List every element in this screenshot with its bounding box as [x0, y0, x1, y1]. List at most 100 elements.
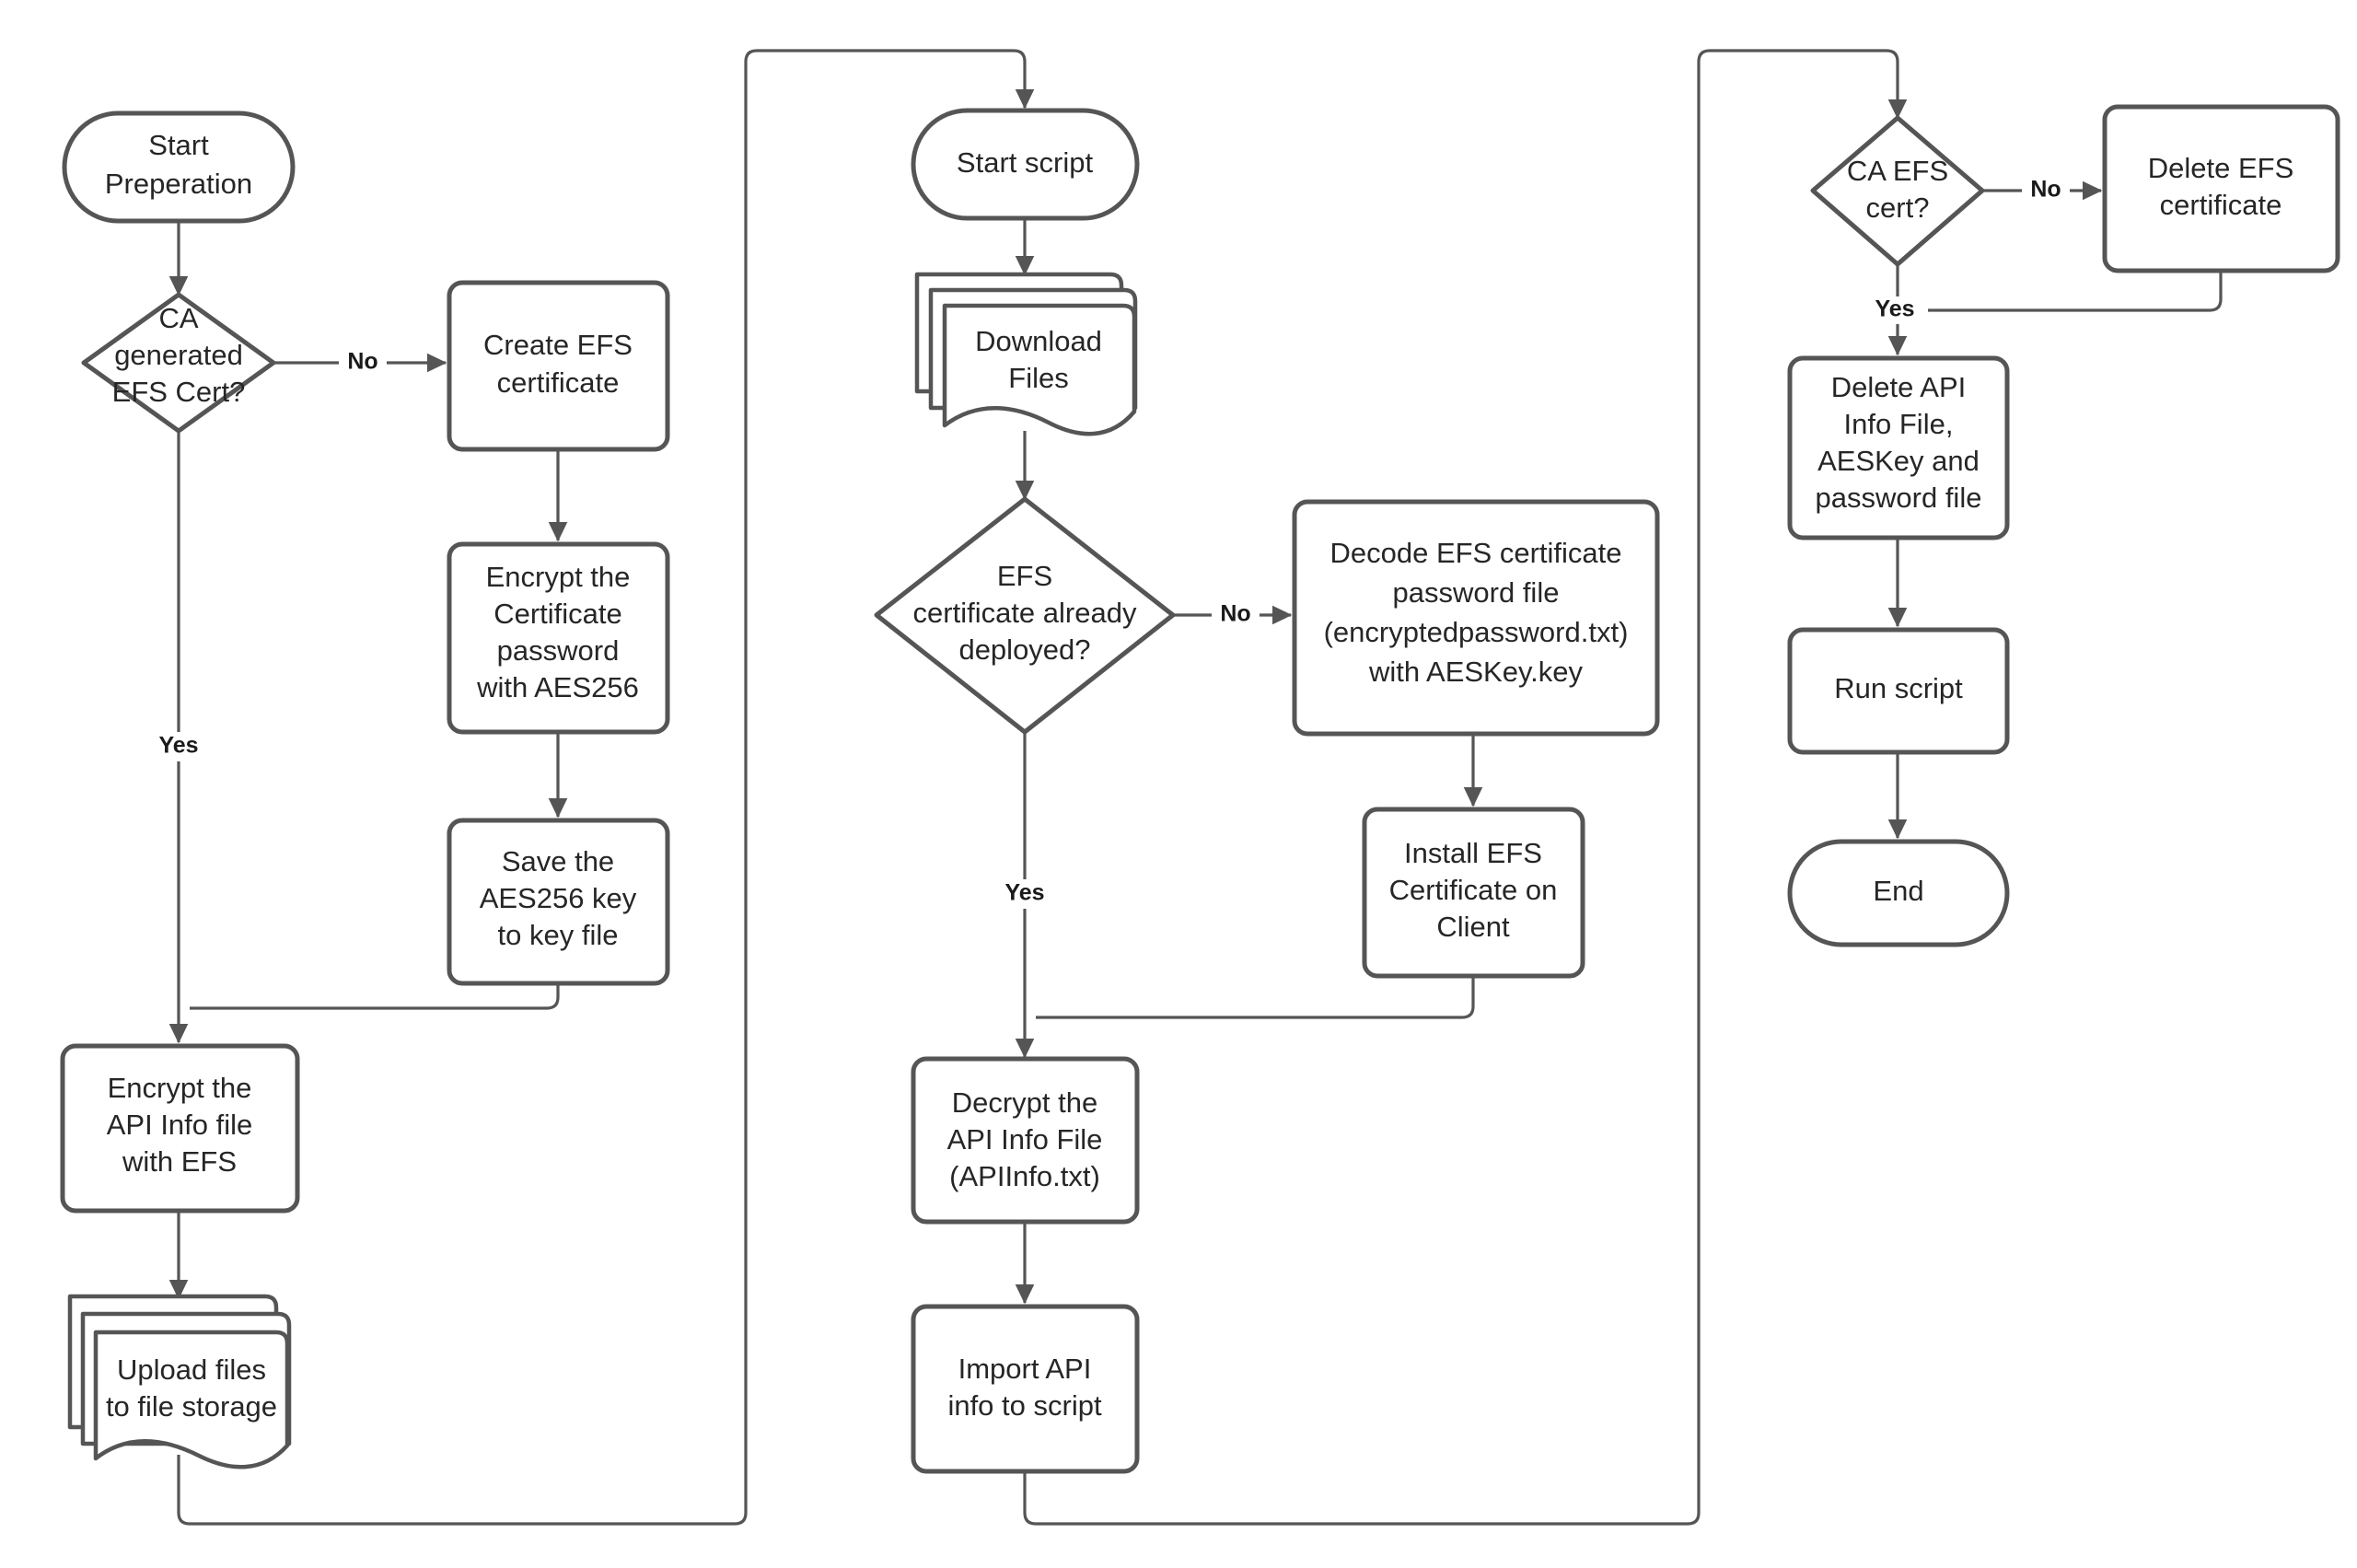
- encrypt-certificate-password-label-line4: with AES256: [476, 671, 639, 703]
- label-bg-yes-3: [1862, 296, 1928, 324]
- efs-certificate-already-deployed-shape: [874, 496, 1176, 735]
- encrypt-api-info-file-shape: [60, 1043, 300, 1214]
- upload-files-label-line2: to file storage: [106, 1390, 277, 1423]
- start-preparation-shape: [62, 110, 296, 224]
- upload-files-label-line1: Upload files: [117, 1353, 266, 1386]
- encrypt-certificate-password-shape: [447, 541, 670, 735]
- node-ca-generated-efs-cert[interactable]: CA generated EFS Cert?: [81, 292, 276, 434]
- encrypt-api-info-file-label-line2: API Info file: [107, 1109, 253, 1141]
- download-files-front-sheet: [942, 303, 1137, 436]
- decode-efs-password-file-label-line4: with AESKey.key: [1368, 656, 1584, 688]
- node-delete-api-info-file[interactable]: Delete API Info File, AESKey and passwor…: [1787, 355, 2010, 540]
- ca-efs-cert-label-line1: CA EFS: [1847, 155, 1948, 187]
- delete-api-info-file-label-line1: Delete API: [1831, 371, 1966, 403]
- encrypt-certificate-password-label-line1: Encrypt the: [486, 561, 631, 593]
- encrypt-api-info-file-label-line1: Encrypt the: [108, 1072, 252, 1104]
- node-encrypt-api-info-file[interactable]: Encrypt the API Info file with EFS: [60, 1043, 300, 1214]
- import-api-info-shape: [911, 1304, 1140, 1474]
- node-decrypt-api-info-file[interactable]: Decrypt the API Info File (APIInfo.txt): [911, 1056, 1140, 1225]
- install-efs-certificate-label-line3: Client: [1436, 911, 1510, 943]
- label-bg-yes-1: [147, 732, 212, 761]
- edge-upload-to-start-script: [177, 49, 1035, 1526]
- decode-efs-password-file-label-line3: (encryptedpassword.txt): [1324, 616, 1629, 648]
- label-bg-no-2: [1212, 600, 1260, 630]
- edge-label-efs-deployed-yes: Yes: [1004, 880, 1044, 906]
- edge-save-key-to-merge: [190, 983, 560, 1010]
- install-efs-certificate-shape: [1362, 807, 1585, 979]
- node-start-script[interactable]: Start script: [911, 108, 1140, 221]
- encrypt-certificate-password-label-line3: password: [497, 634, 620, 667]
- delete-efs-certificate-label-line1: Delete EFS: [2148, 152, 2294, 184]
- ca-generated-efs-cert-shape: [81, 292, 276, 434]
- node-start-preparation[interactable]: Start Preperation: [62, 110, 296, 224]
- edge-import-to-ca-efs-cert: [1023, 49, 1908, 1526]
- node-install-efs-certificate[interactable]: Install EFS Certificate on Client: [1362, 807, 1585, 979]
- edge-label-ca-generated-no: No: [347, 349, 377, 375]
- node-save-aes-key[interactable]: Save the AES256 key to key file: [447, 818, 670, 986]
- node-efs-certificate-already-deployed[interactable]: EFS certificate already deployed?: [874, 496, 1176, 735]
- label-bg-no-3: [2022, 176, 2070, 205]
- install-efs-certificate-label-line2: Certificate on: [1389, 874, 1558, 906]
- edge-label-efs-deployed-no: No: [1220, 601, 1250, 627]
- node-end[interactable]: End: [1787, 839, 2010, 947]
- create-efs-certificate-shape: [447, 280, 670, 452]
- import-api-info-label-line2: info to script: [947, 1389, 1102, 1422]
- edge-label-ca-efs-cert-yes: Yes: [1875, 296, 1914, 322]
- end-label-line1: End: [1873, 875, 1923, 907]
- delete-api-info-file-label-line2: Info File,: [1844, 408, 1954, 440]
- encrypt-api-info-file-label-line3: with EFS: [122, 1145, 237, 1178]
- ca-generated-efs-cert-label-line3: EFS Cert?: [112, 376, 246, 408]
- node-import-api-info[interactable]: Import API info to script: [911, 1304, 1140, 1474]
- decrypt-api-info-file-label-line1: Decrypt the: [952, 1086, 1098, 1119]
- edge-install-to-merge: [1036, 976, 1475, 1019]
- edge-labels-layer: No Yes No Yes No Yes: [147, 176, 2070, 909]
- upload-files-front-sheet: [93, 1330, 290, 1469]
- delete-api-info-file-shape: [1787, 355, 2010, 540]
- ca-generated-efs-cert-label-line2: generated: [114, 339, 243, 371]
- download-files-label-line2: Files: [1008, 362, 1068, 394]
- node-delete-efs-certificate[interactable]: Delete EFS certificate: [2102, 104, 2340, 273]
- edges-layer: [168, 49, 2223, 1526]
- node-upload-files[interactable]: Upload files to file storage: [67, 1294, 292, 1469]
- save-aes-key-label-line3: to key file: [498, 919, 619, 951]
- decrypt-api-info-file-label-line3: (APIInfo.txt): [949, 1160, 1100, 1192]
- install-efs-certificate-label-line1: Install EFS: [1404, 837, 1542, 869]
- edge-label-ca-efs-cert-no: No: [2030, 177, 2061, 203]
- delete-efs-certificate-shape: [2102, 104, 2340, 273]
- end-shape: [1787, 839, 2010, 947]
- import-api-info-label-line1: Import API: [958, 1353, 1092, 1385]
- start-preparation-label-line1: Start: [148, 129, 209, 161]
- start-script-label-line1: Start script: [957, 146, 1094, 179]
- encrypt-certificate-password-label-line2: Certificate: [493, 598, 622, 630]
- decode-efs-password-file-label-line2: password file: [1393, 576, 1560, 609]
- create-efs-certificate-label-line2: certificate: [497, 366, 620, 399]
- efs-certificate-already-deployed-label-line1: EFS: [997, 560, 1052, 592]
- delete-api-info-file-label-line4: password file: [1816, 482, 1982, 514]
- edge-label-ca-generated-yes: Yes: [158, 733, 198, 759]
- download-files-label-line1: Download: [975, 325, 1102, 357]
- node-ca-efs-cert[interactable]: CA EFS cert?: [1810, 115, 1985, 267]
- delete-efs-certificate-label-line2: certificate: [2160, 189, 2282, 221]
- save-aes-key-shape: [447, 818, 670, 986]
- node-download-files[interactable]: Download Files: [914, 272, 1138, 436]
- run-script-label-line1: Run script: [1834, 672, 1963, 704]
- node-decode-efs-password-file[interactable]: Decode EFS certificate password file (en…: [1292, 499, 1660, 737]
- decode-efs-password-file-label-line1: Decode EFS certificate: [1329, 537, 1621, 569]
- node-encrypt-certificate-password[interactable]: Encrypt the Certificate password with AE…: [447, 541, 670, 735]
- label-bg-yes-2: [994, 879, 1059, 909]
- ca-generated-efs-cert-label-line1: CA: [158, 302, 198, 334]
- decrypt-api-info-file-shape: [911, 1056, 1140, 1225]
- delete-api-info-file-label-line3: AESKey and: [1817, 445, 1980, 477]
- efs-certificate-already-deployed-label-line3: deployed?: [958, 633, 1090, 666]
- node-run-script[interactable]: Run script: [1787, 627, 2010, 755]
- label-bg-no-1: [339, 348, 387, 377]
- save-aes-key-label-line1: Save the: [502, 845, 614, 877]
- run-script-shape: [1787, 627, 2010, 755]
- node-create-efs-certificate[interactable]: Create EFS certificate: [447, 280, 670, 452]
- ca-efs-cert-shape: [1810, 115, 1985, 267]
- decrypt-api-info-file-label-line2: API Info File: [947, 1123, 1103, 1156]
- decode-efs-password-file-shape: [1292, 499, 1660, 737]
- create-efs-certificate-label-line1: Create EFS: [483, 329, 633, 361]
